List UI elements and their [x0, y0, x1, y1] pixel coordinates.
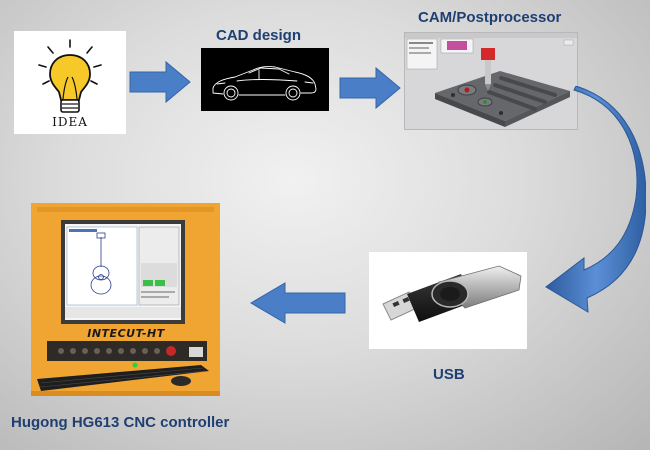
curved-arrow-cam-to-usb	[545, 86, 646, 313]
cnc-controller-photo	[31, 203, 220, 396]
lightbulb-icon	[38, 39, 102, 113]
arrow-cad-to-cam	[339, 66, 401, 110]
arrow-idea-to-cad	[129, 60, 191, 104]
usb-drive-panel	[369, 252, 527, 349]
idea-text: IDEA	[52, 115, 88, 129]
usb-label: USB	[433, 366, 465, 383]
machine-brand-text: INTECUT-HT	[87, 327, 165, 340]
cnc-controller-panel: INTECUT-HT	[31, 203, 220, 396]
cam-software-screenshot	[405, 33, 577, 127]
cad-design-label: CAD design	[216, 27, 302, 44]
cad-design-panel	[201, 48, 329, 111]
cam-postprocessor-panel	[404, 32, 578, 130]
usb-drive-icon	[382, 265, 522, 322]
cnc-controller-label: Hugong HG613 CNC controller	[11, 414, 230, 431]
car-outline-drawing	[212, 66, 317, 101]
cam-postprocessor-label: CAM/Postprocessor	[418, 9, 562, 26]
arrow-usb-to-controller	[250, 282, 346, 324]
idea-panel: IDEA	[14, 31, 126, 134]
